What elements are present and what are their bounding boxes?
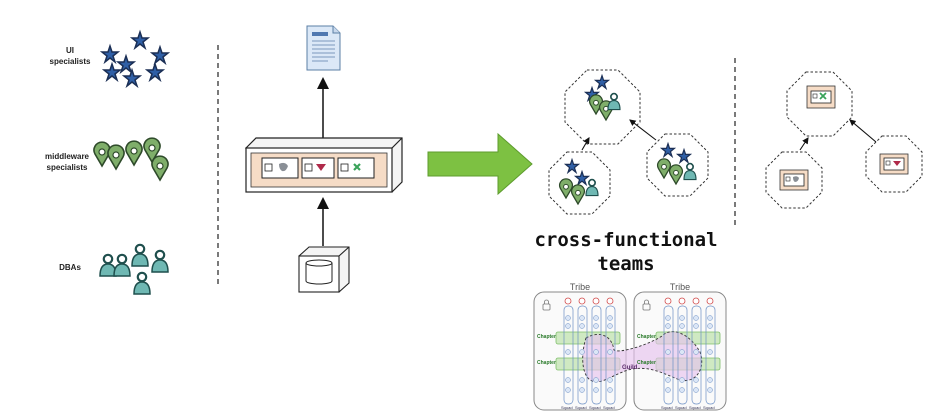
service-octagon-right <box>865 135 923 193</box>
squad-label: Squad <box>589 405 601 410</box>
monolith-application <box>244 137 403 193</box>
chapter-label-4: Chapter <box>637 360 656 366</box>
tribe-right-label: Tribe <box>669 282 691 292</box>
team-arrow-right <box>629 119 657 141</box>
team-arrow-left <box>581 137 590 151</box>
chapter-label-3: Chapter <box>637 334 656 340</box>
tribe-left-label: Tribe <box>569 282 591 292</box>
service-octagon-top <box>786 71 853 137</box>
team-octagon-top <box>564 69 641 145</box>
transform-arrow <box>427 132 533 196</box>
service-arrow-left <box>799 137 809 151</box>
dbas-icon <box>98 243 170 296</box>
squad-label: Squad <box>575 405 587 410</box>
team-octagon-left <box>548 151 611 215</box>
squad-label: Squad <box>603 405 615 410</box>
squad-label: Squad <box>703 405 715 410</box>
service-octagon-left <box>765 151 823 209</box>
database-icon <box>298 246 350 293</box>
squads-left <box>563 305 616 405</box>
product-owner-markers <box>564 297 714 305</box>
squad-label: Squad <box>661 405 673 410</box>
dbas-label: DBAs <box>59 263 81 272</box>
guild-label: Guild <box>622 365 638 371</box>
squads-right <box>663 305 716 405</box>
squad-member-dots <box>565 315 713 393</box>
cross-functional-teams-caption: cross-functional teams <box>534 229 718 275</box>
guild-area <box>582 331 703 383</box>
squad-label: Squad <box>561 405 573 410</box>
squad-label: Squad <box>675 405 687 410</box>
document-icon <box>306 25 341 71</box>
chapter-label-1: Chapter <box>537 334 556 340</box>
tribe-lock-icons <box>542 299 651 311</box>
squad-label: Squad <box>689 405 701 410</box>
service-arrow-right <box>849 119 877 143</box>
ui-specialists-label: UI specialists <box>49 46 91 66</box>
chapter-label-2: Chapter <box>537 360 556 366</box>
ui-specialists-icon <box>101 31 169 87</box>
middleware-specialists-label: middleware specialists <box>44 152 89 172</box>
team-octagon-right <box>646 133 709 197</box>
